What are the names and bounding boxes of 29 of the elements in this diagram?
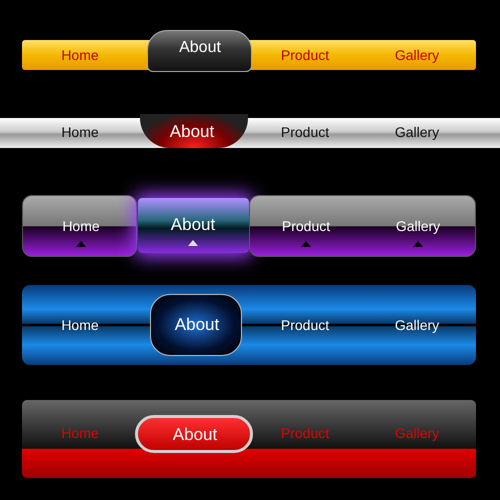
menu-item-label: Home bbox=[61, 317, 99, 333]
menu-item-label: About bbox=[174, 315, 220, 335]
active-tab bbox=[135, 415, 253, 453]
menu-item-label: Gallery bbox=[394, 124, 440, 140]
menu-bar bbox=[22, 400, 476, 478]
menu-item-label: Home bbox=[62, 218, 100, 234]
menu-item-label: Gallery bbox=[394, 317, 440, 333]
menu-bar bbox=[22, 285, 476, 365]
menu-item-label: About bbox=[179, 39, 221, 57]
menu-item-label: Gallery bbox=[394, 47, 440, 63]
menu-button bbox=[249, 195, 476, 257]
active-tab bbox=[147, 30, 252, 72]
menu-button bbox=[22, 195, 137, 257]
menu-item-label: About bbox=[170, 215, 216, 235]
menu-item-label: About bbox=[170, 122, 214, 142]
menu-item-label: Gallery bbox=[394, 425, 440, 441]
menu-item-label: Product bbox=[280, 317, 330, 333]
menu-item-label: Home bbox=[61, 47, 99, 63]
menu-item-label: Home bbox=[61, 425, 99, 441]
active-tab bbox=[138, 198, 249, 253]
menu-item-label: About bbox=[172, 425, 218, 445]
active-tab bbox=[150, 294, 242, 356]
menu-item-label: Product bbox=[282, 218, 330, 234]
active-tab bbox=[140, 114, 248, 148]
menu-item-label: Product bbox=[280, 124, 330, 140]
menu-item-label: Home bbox=[61, 124, 99, 140]
menu-item-label: Product bbox=[280, 47, 330, 63]
menu-item-label: Gallery bbox=[396, 218, 440, 234]
menu-item-label: Product bbox=[280, 425, 330, 441]
